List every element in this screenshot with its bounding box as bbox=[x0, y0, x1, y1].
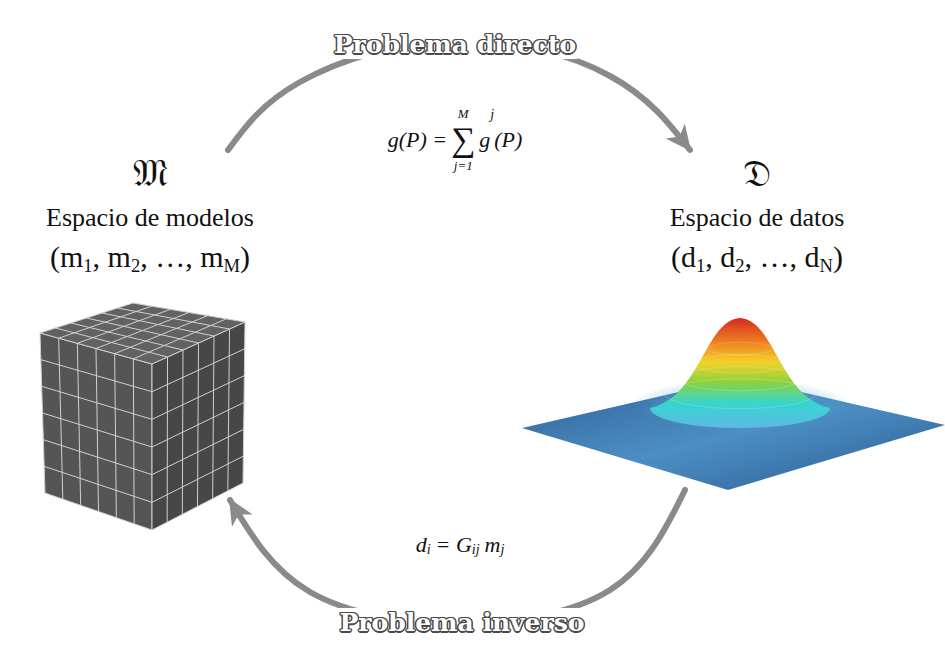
cube-grid-line bbox=[44, 466, 152, 502]
formula-term: ij bbox=[472, 542, 480, 557]
cube-grid-line bbox=[152, 429, 244, 474]
formula: g(P) =M∑j=1gj(P) bbox=[382, 105, 529, 175]
cube-grid-line bbox=[102, 313, 214, 336]
arrow-label: Problema inverso bbox=[334, 608, 591, 637]
cube-grid-line bbox=[152, 456, 243, 502]
cube-grid-line bbox=[228, 329, 230, 491]
tuple-index: 1 bbox=[83, 255, 92, 276]
sum-stack: M∑j=1 bbox=[451, 107, 475, 173]
gaussian-surface bbox=[522, 318, 945, 490]
peak-contour bbox=[708, 342, 772, 355]
formula-term: j bbox=[500, 542, 504, 557]
cube-left-face bbox=[40, 333, 152, 530]
space-symbol: 𝔇 bbox=[662, 150, 853, 198]
tuple-index: M bbox=[224, 255, 241, 276]
formula-term: m bbox=[485, 533, 501, 557]
tuple-part: ) bbox=[240, 240, 250, 273]
formula-term: ∑ bbox=[451, 121, 475, 158]
cube-grid bbox=[41, 306, 245, 524]
cube-grid-line bbox=[133, 319, 226, 359]
cube-illustration bbox=[40, 303, 245, 530]
formula-term: g(P) = bbox=[388, 128, 447, 152]
tuple-index: 2 bbox=[735, 255, 744, 276]
formula-term: d bbox=[416, 533, 427, 557]
cube-grid-line bbox=[133, 359, 135, 524]
peak-contour bbox=[694, 354, 787, 373]
cube-grid-line bbox=[152, 403, 244, 448]
space-title: Espacio de datos bbox=[662, 202, 853, 235]
cube-grid-line bbox=[118, 308, 230, 329]
formula-term: M bbox=[458, 107, 469, 121]
tuple-part: , m bbox=[93, 240, 131, 273]
space-node: 𝔇Espacio de datos(d1, d2, …, dN) bbox=[662, 150, 853, 490]
cube-grid-line bbox=[115, 354, 117, 518]
cube-grid-line bbox=[43, 413, 153, 447]
formula-term: g bbox=[479, 128, 490, 152]
arrow-label: Problema directo bbox=[328, 30, 582, 59]
tuple-index: 1 bbox=[696, 255, 705, 276]
cube-grid-line bbox=[115, 316, 208, 354]
peak-contours bbox=[665, 342, 815, 408]
space-title: Espacio de modelos bbox=[38, 202, 262, 235]
tuple-index: 2 bbox=[131, 255, 140, 276]
peak-contour bbox=[665, 379, 815, 409]
cube-grid-line bbox=[213, 336, 214, 499]
gaussian-peak bbox=[650, 318, 830, 428]
cube-grid-line bbox=[43, 440, 152, 475]
tuple-part: (m bbox=[50, 240, 83, 273]
tuple-part: (d bbox=[671, 240, 696, 273]
formula: di = Gijmj bbox=[410, 531, 511, 559]
tuple-part: ) bbox=[833, 240, 843, 273]
tuple-index: N bbox=[820, 255, 833, 276]
tuple-part: , d bbox=[705, 240, 735, 273]
formula-term: (P) bbox=[494, 128, 522, 152]
formula-term: = G bbox=[436, 533, 472, 557]
tuple-part: , …, m bbox=[140, 240, 223, 273]
tuple-part: , …, d bbox=[745, 240, 820, 273]
space-node: 𝔐Espacio de modelos(m1, m2, …, mM) bbox=[38, 150, 262, 500]
formula-term: j=1 bbox=[454, 159, 473, 173]
formula-term: j bbox=[490, 107, 494, 122]
space-symbol: 𝔐 bbox=[38, 150, 262, 198]
space-tuple: (d1, d2, …, dN) bbox=[662, 238, 853, 276]
formula-term: i bbox=[427, 542, 431, 557]
process-arrow bbox=[230, 490, 685, 623]
space-tuple: (m1, m2, …, mM) bbox=[38, 238, 262, 276]
